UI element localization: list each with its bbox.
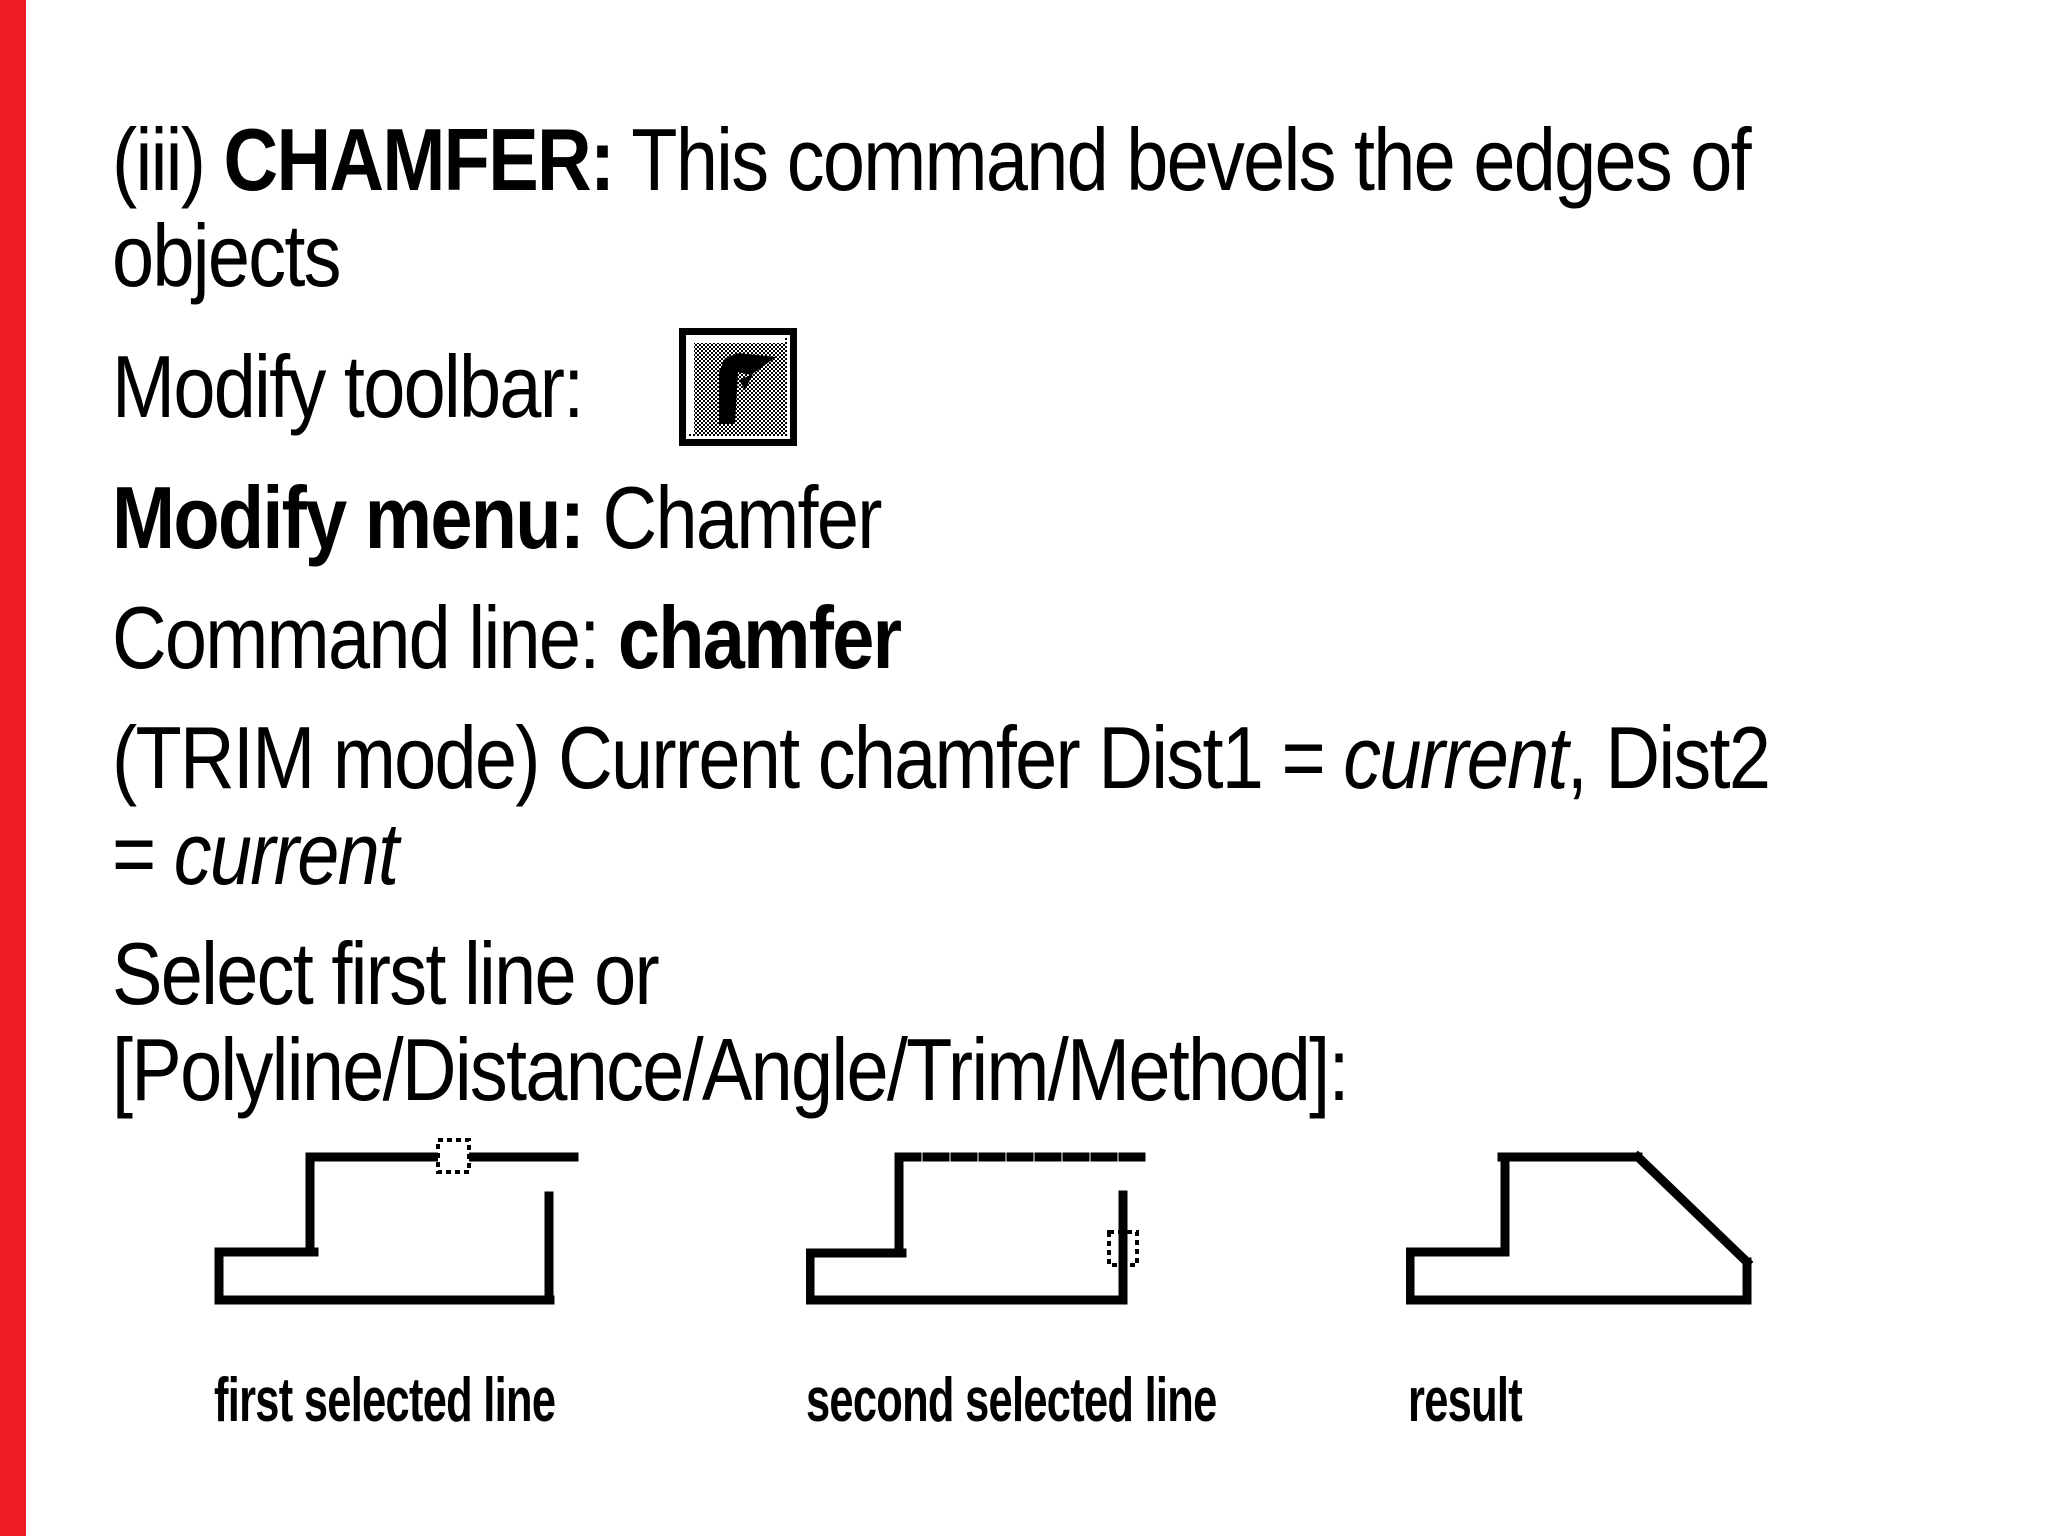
- paragraph-command-line: Command line: chamfer: [112, 590, 1772, 686]
- paragraph-modify-toolbar: Modify toolbar:: [112, 328, 2042, 446]
- chamfer-icon: [679, 328, 798, 446]
- equals-sign: =: [112, 804, 174, 903]
- modify-menu-label: Modify menu:: [112, 468, 585, 567]
- pickbox-cursor: [1107, 1230, 1139, 1267]
- dist1-current-value: current: [1343, 708, 1568, 807]
- figure-label-second: second selected line: [806, 1366, 1217, 1435]
- figure-result: result: [1406, 1136, 1754, 1432]
- paragraph-chamfer-intro: (iii) CHAMFER: This command bevels the e…: [112, 112, 1772, 304]
- command-name: CHAMFER:: [223, 110, 616, 209]
- paragraph-modify-menu: Modify menu: Chamfer: [112, 470, 1772, 566]
- left-accent-bar: [0, 0, 26, 1536]
- trim-mode-text: (TRIM mode) Current chamfer Dist1 =: [112, 708, 1344, 807]
- figure-first-selected-line: first selected line: [210, 1136, 582, 1432]
- step-profile-before-chamfer-1: [214, 1138, 579, 1305]
- prompt-options-text: [Polyline/Distance/Angle/Trim/Method]:: [112, 1020, 1349, 1119]
- paragraph-trim-mode: (TRIM mode) Current chamfer Dist1 = curr…: [112, 710, 1772, 902]
- command-description: This command bevels the edges of: [613, 110, 1751, 209]
- command-line-value: chamfer: [617, 588, 902, 687]
- pickbox-cursor: [436, 1138, 471, 1174]
- slide-text-block: (iii) CHAMFER: This command bevels the e…: [112, 112, 2042, 1142]
- step-profile-before-chamfer-2: [806, 1152, 1149, 1305]
- figure-label-first: first selected line: [214, 1366, 556, 1435]
- command-description-wrap: objects: [112, 206, 341, 305]
- figure-second-selected-line: second selected line: [806, 1136, 1217, 1432]
- dist2-current-value: current: [173, 804, 399, 903]
- modify-menu-value: Chamfer: [583, 468, 883, 567]
- select-first-line-text: Select first line or: [112, 924, 660, 1023]
- chamfer-diagonal: [1631, 1150, 1754, 1269]
- item-marker: (iii): [112, 110, 224, 209]
- step-profile-after-chamfer: [1406, 1150, 1754, 1305]
- dist2-text: , Dist2: [1566, 708, 1771, 807]
- modify-toolbar-label: Modify toolbar:: [112, 337, 584, 436]
- figure-label-result: result: [1408, 1366, 1523, 1435]
- command-line-label: Command line:: [112, 588, 618, 687]
- paragraph-select-prompt: Select first line or [Polyline/Distance/…: [112, 926, 1772, 1118]
